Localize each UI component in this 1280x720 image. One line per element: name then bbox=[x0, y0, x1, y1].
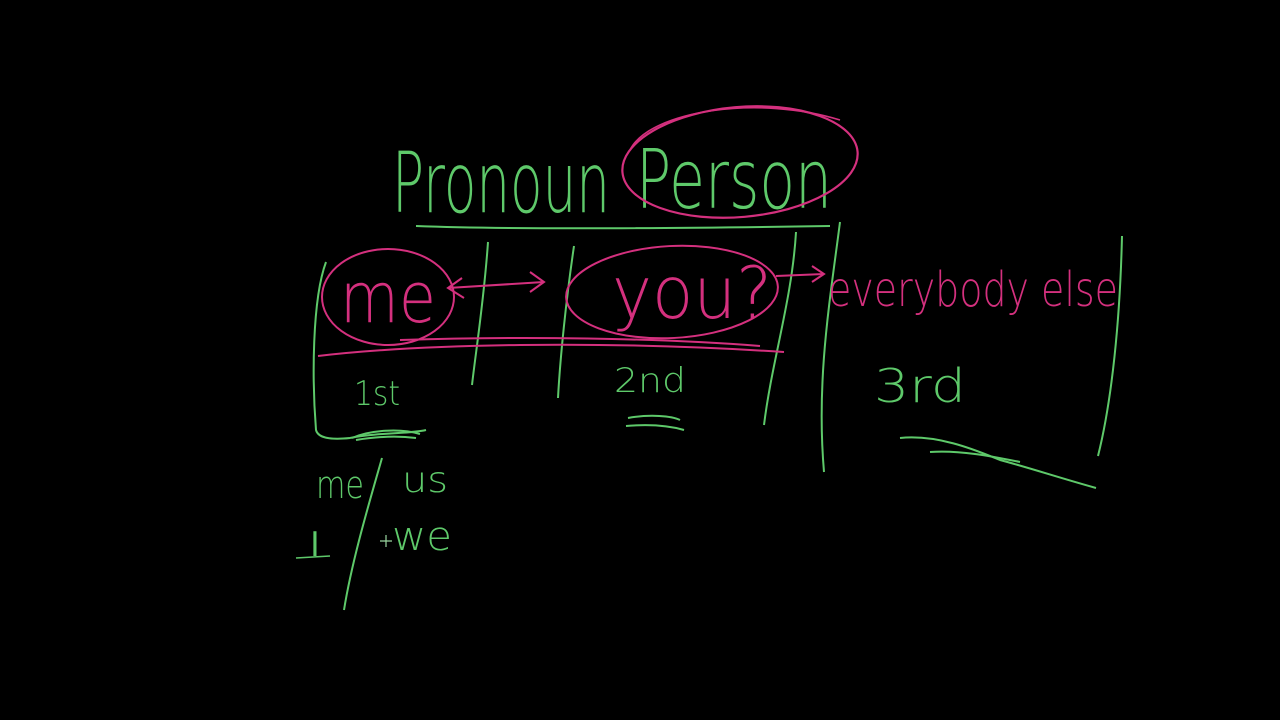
column-label-3rd: 3rd bbox=[874, 359, 966, 413]
column-third-person: everybody else 3rd bbox=[828, 262, 1118, 489]
double-arrow-icon bbox=[447, 281, 545, 289]
pronoun-i: I bbox=[306, 525, 324, 565]
title-underline bbox=[415, 225, 831, 230]
arrow-right-icon bbox=[775, 273, 825, 277]
pronoun-we: we bbox=[392, 514, 452, 560]
cursor-icon bbox=[380, 535, 392, 547]
column-word-you: you? bbox=[612, 251, 772, 335]
column-label-1st: 1st bbox=[354, 374, 400, 414]
title-word-person: Person bbox=[636, 133, 832, 228]
column-word-me: me bbox=[340, 257, 436, 339]
title-word-pronoun: Pronoun bbox=[392, 134, 610, 232]
person-circle bbox=[621, 105, 859, 219]
column-second-person: you? 2nd bbox=[565, 244, 779, 431]
pronoun-divider bbox=[343, 457, 383, 611]
title: Pronoun Person bbox=[392, 105, 859, 232]
column-word-everybody-else: everybody else bbox=[828, 262, 1118, 318]
you-circle bbox=[565, 244, 779, 340]
arrows bbox=[317, 265, 826, 357]
pronoun-us: us bbox=[402, 460, 448, 501]
pronoun-table: me us I we bbox=[295, 457, 452, 611]
column-label-2nd: 2nd bbox=[614, 361, 686, 401]
pronoun-me: me bbox=[316, 463, 364, 507]
column-dividers bbox=[312, 221, 1123, 473]
me-circle bbox=[321, 248, 455, 346]
column-first-person: me 1st bbox=[321, 248, 455, 441]
